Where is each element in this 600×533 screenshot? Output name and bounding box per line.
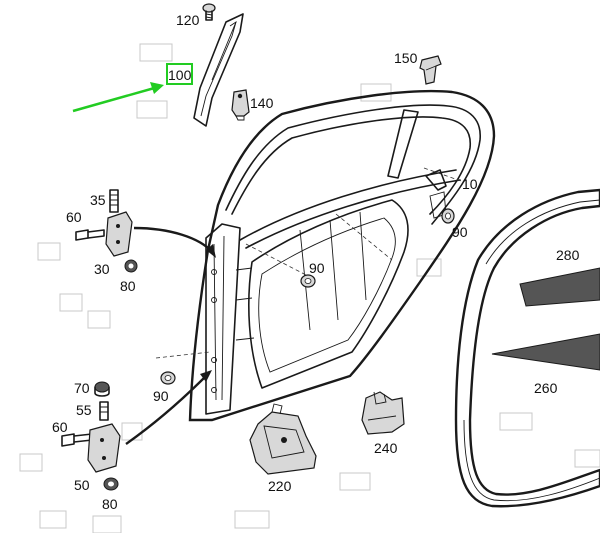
- part-140-clip: [231, 89, 250, 121]
- part-260-trim: [491, 267, 600, 371]
- lower-hinge-group: [61, 370, 212, 491]
- part-90-grommet-b: [441, 208, 455, 224]
- callout-55: 55: [76, 402, 92, 418]
- callout-30: 30: [94, 261, 110, 277]
- part-240-bracket: [361, 391, 405, 435]
- callout-150: 150: [394, 50, 418, 66]
- part-90-grommet-a: [300, 274, 316, 288]
- callout-240: 240: [374, 440, 398, 456]
- callout-80-lower: 80: [102, 496, 118, 512]
- callout-70: 70: [74, 380, 90, 396]
- callout-60-upper: 60: [66, 209, 82, 225]
- highlight-marker: [72, 63, 193, 113]
- callout-220: 220: [268, 478, 292, 494]
- callout-280: 280: [556, 247, 580, 263]
- callout-100: 100: [168, 67, 192, 83]
- callout-labels: 120 100 140 150 10 35 60 30 80 90 90 90 …: [52, 12, 580, 512]
- callout-260: 260: [534, 380, 558, 396]
- callout-50: 50: [74, 477, 90, 493]
- callout-10: 10: [462, 176, 478, 192]
- callout-90-latch: 90: [452, 224, 468, 240]
- callout-90-lower: 90: [153, 388, 169, 404]
- callout-60-lower: 60: [52, 419, 68, 435]
- callout-80-upper: 80: [120, 278, 136, 294]
- part-100-window-trim: [193, 13, 244, 127]
- part-120-screw: [202, 3, 216, 21]
- part-280-door-seal: [454, 188, 600, 508]
- callout-140: 140: [250, 95, 274, 111]
- upper-hinge-group: [75, 189, 216, 273]
- door-frame: [155, 89, 496, 422]
- callout-90-panel: 90: [309, 260, 325, 276]
- callout-120: 120: [176, 12, 200, 28]
- part-150-bracket: [419, 55, 442, 85]
- part-220-module: [249, 403, 317, 475]
- callout-35: 35: [90, 192, 106, 208]
- part-90-grommet-c: [160, 371, 176, 385]
